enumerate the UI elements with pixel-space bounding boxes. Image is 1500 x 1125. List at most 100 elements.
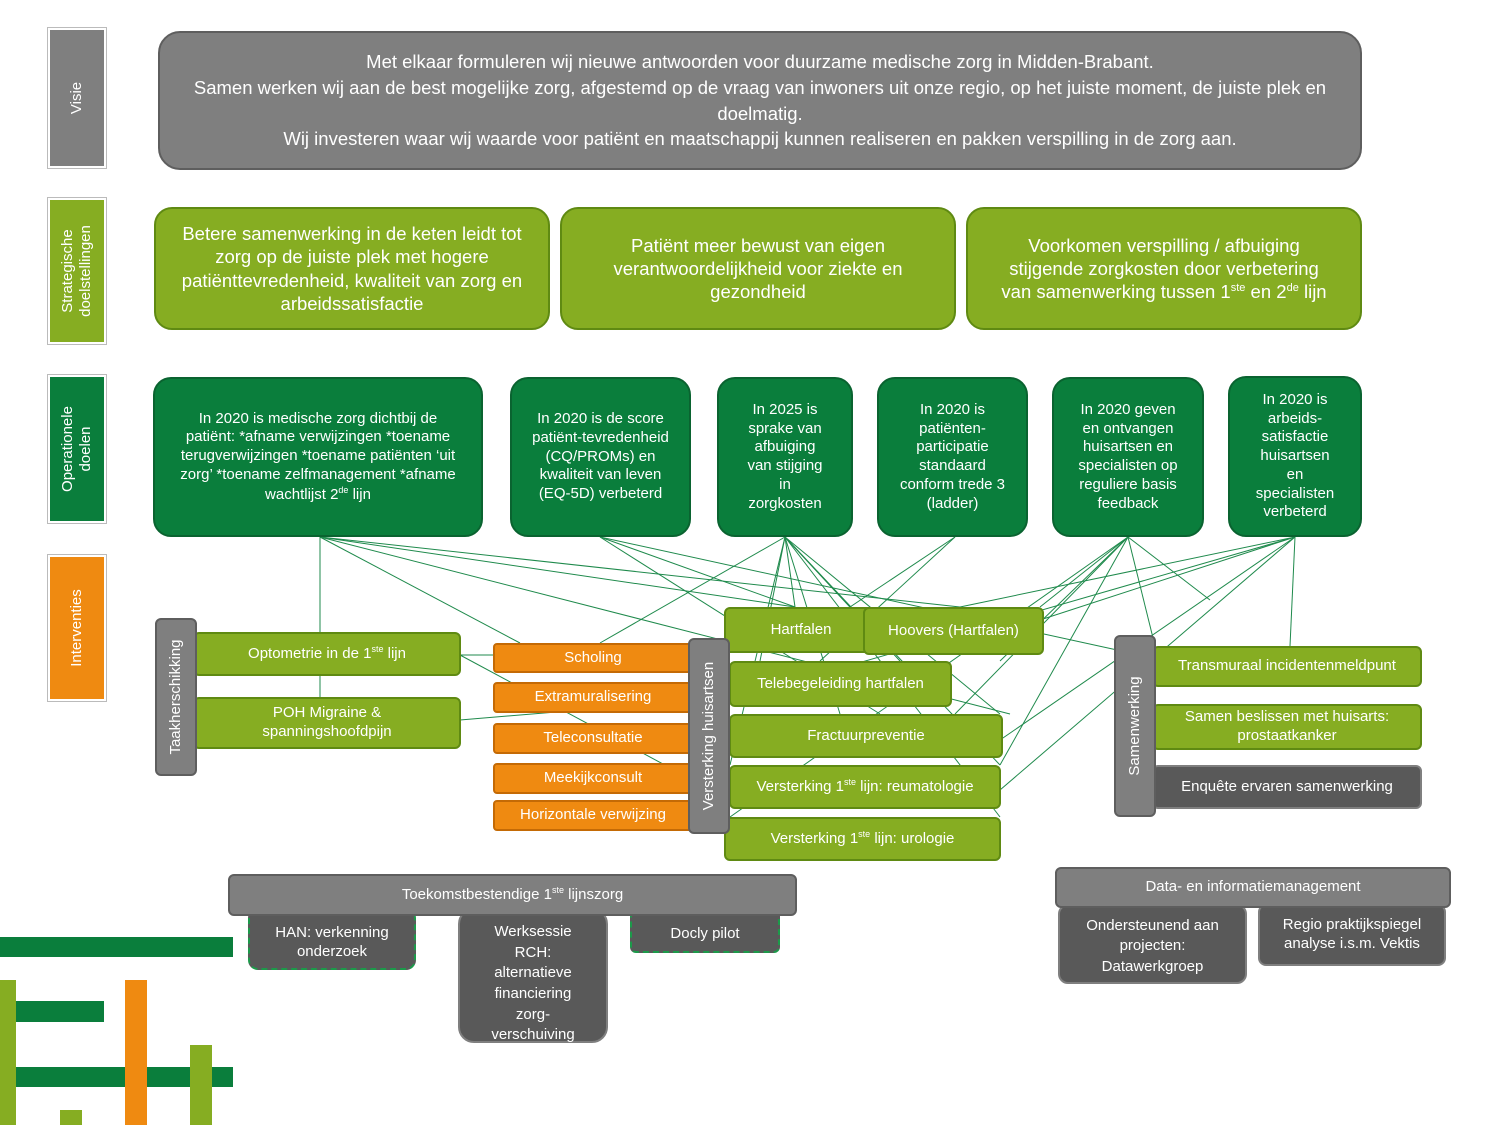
intervention-hoovers: Hoovers (Hartfalen) bbox=[863, 607, 1044, 655]
operational-goal-3: In 2025 is sprake van afbuiging van stij… bbox=[717, 377, 853, 537]
intervention-reumatologie-pre: Versterking 1 bbox=[756, 778, 844, 796]
intervention-horizontale: Horizontale verwijzing bbox=[493, 800, 693, 831]
group-samenwerking: Samenwerking bbox=[1114, 635, 1156, 817]
decor-bar-6 bbox=[190, 1045, 212, 1125]
intervention-optometrie: Optometrie in de 1ste lijn bbox=[193, 632, 461, 676]
side-label-operationeel-line2: doelen bbox=[77, 426, 94, 472]
decor-bar-2 bbox=[0, 1001, 104, 1022]
bottom-data: Data- en informatiemanagement bbox=[1055, 867, 1451, 908]
operational-goal-2-text: In 2020 is de score patiënt-tevredenheid… bbox=[532, 410, 669, 503]
vision-line-2: Samen werken wij aan de best mogelijke z… bbox=[193, 76, 1327, 124]
connector-line bbox=[784, 536, 796, 608]
operational-goal-1-post: lijn bbox=[348, 485, 371, 503]
operational-goal-6: In 2020 is arbeids-satisfactie huisartse… bbox=[1228, 376, 1362, 537]
group-taakherschikking: Taakherschikking bbox=[155, 618, 197, 776]
operational-goal-4: In 2020 is patiënten-participatie standa… bbox=[877, 377, 1028, 537]
intervention-extramuralisering-text: Extramuralisering bbox=[534, 688, 652, 706]
group-taakherschikking-label: Taakherschikking bbox=[167, 639, 184, 755]
decor-bar-1 bbox=[0, 937, 233, 957]
bottom-werksessie: Werksessie RCH: alternatieve financierin… bbox=[458, 908, 608, 1043]
connector-line bbox=[319, 536, 796, 608]
intervention-horizontale-text: Horizontale verwijzing bbox=[520, 806, 666, 824]
bottom-regio: Regio praktijkspiegel analyse i.s.m. Vek… bbox=[1258, 904, 1446, 966]
intervention-telebegeleiding-text: Telebegeleiding hartfalen bbox=[757, 674, 924, 692]
intervention-optometrie-post: lijn bbox=[383, 645, 406, 663]
bottom-data-text: Data- en informatiemanagement bbox=[1145, 878, 1361, 896]
connector-line bbox=[319, 536, 961, 608]
connector-line bbox=[1127, 536, 1211, 601]
operational-goal-5-text: In 2020 geven en ontvangen huisartsen en… bbox=[1078, 400, 1178, 512]
intervention-samen-beslissen-text: Samen beslissen met huisarts: prostaatka… bbox=[1184, 708, 1390, 744]
intervention-enquete-text: Enquête ervaren samenwerking bbox=[1181, 777, 1393, 795]
decor-bar-3 bbox=[0, 980, 16, 1125]
intervention-transmuraal-text: Transmuraal incidentenmeldpunt bbox=[1178, 657, 1396, 675]
operational-goal-5: In 2020 geven en ontvangen huisartsen en… bbox=[1052, 377, 1204, 537]
intervention-teleconsultatie: Teleconsultatie bbox=[493, 723, 693, 754]
operational-goal-1-pre: In 2020 is medische zorg dichtbij de pat… bbox=[180, 409, 456, 503]
connector-line bbox=[1039, 536, 1296, 621]
strategic-goal-1-text: Betere samenwerking in de keten leidt to… bbox=[181, 223, 523, 314]
intervention-urologie-post: lijn: urologie bbox=[870, 830, 955, 848]
side-label-operationeel-text: Operationele doelen bbox=[59, 406, 95, 492]
connector-line bbox=[599, 536, 786, 644]
bottom-han-text: HAN: verkenning onderzoek bbox=[275, 924, 389, 960]
intervention-poh-text: POH Migraine & spanningshoofdpijn bbox=[262, 704, 392, 740]
side-label-strategisch-line2: doelstellingen bbox=[77, 225, 94, 317]
intervention-reumatologie-sup: ste bbox=[843, 777, 856, 788]
connector-line bbox=[1289, 536, 1296, 647]
side-label-interventies-text: Interventies bbox=[68, 589, 85, 667]
operational-goal-3-text: In 2025 is sprake van afbuiging van stij… bbox=[747, 400, 823, 512]
vision-line-1: Met elkaar formuleren wij nieuwe antwoor… bbox=[366, 50, 1154, 72]
side-label-operationeel-line1: Operationele bbox=[59, 406, 76, 492]
bottom-han: HAN: verkenning onderzoek bbox=[248, 908, 416, 970]
side-label-strategisch-line1: Strategische bbox=[59, 229, 76, 313]
side-label-strategisch: Strategische doelstellingen bbox=[48, 198, 106, 344]
operational-goal-4-text: In 2020 is patiënten-participatie standa… bbox=[899, 400, 1006, 512]
connector-line bbox=[599, 536, 796, 608]
intervention-meekijkconsult-text: Meekijkconsult bbox=[543, 769, 643, 787]
strategic-goal-1: Betere samenwerking in de keten leidt to… bbox=[154, 207, 550, 330]
operational-goal-2: In 2020 is de score patiënt-tevredenheid… bbox=[510, 377, 691, 537]
intervention-poh: POH Migraine & spanningshoofdpijn bbox=[193, 697, 461, 749]
strategic-goal-3-text: Voorkomen verspilling / afbuiging stijge… bbox=[992, 234, 1336, 303]
connector-line bbox=[1127, 536, 1156, 647]
bottom-ondersteunend: Ondersteunend aan projecten: Datawerkgro… bbox=[1058, 904, 1247, 984]
operational-goal-1: In 2020 is medische zorg dichtbij de pat… bbox=[153, 377, 483, 537]
side-label-strategisch-text: Strategische doelstellingen bbox=[59, 225, 95, 317]
connector-line bbox=[959, 536, 1296, 608]
bottom-toekomst-pre: Toekomstbestendige 1 bbox=[401, 886, 552, 904]
connector-line bbox=[1039, 536, 1129, 608]
intervention-enquete: Enquête ervaren samenwerking bbox=[1152, 765, 1422, 809]
intervention-fractuur: Fractuurpreventie bbox=[729, 714, 1003, 758]
connector-line bbox=[849, 536, 956, 608]
vision-box: Met elkaar formuleren wij nieuwe antwoor… bbox=[158, 31, 1362, 170]
bottom-toekomst-post: lijnszorg bbox=[563, 886, 624, 904]
group-versterking-huisartsen: Versterking huisartsen bbox=[688, 638, 730, 834]
bottom-regio-text: Regio praktijkspiegel analyse i.s.m. Vek… bbox=[1282, 916, 1422, 952]
connector-line bbox=[319, 536, 521, 644]
group-versterking-huisartsen-label: Versterking huisartsen bbox=[700, 661, 717, 811]
strategic-goal-3-mid: en 2 bbox=[1245, 281, 1287, 303]
vision-line-3: Wij investeren waar wij waarde voor pati… bbox=[283, 128, 1237, 150]
intervention-reumatologie-post: lijn: reumatologie bbox=[856, 778, 974, 796]
strategic-goal-3-post: lijn bbox=[1298, 281, 1327, 303]
operational-goal-6-text: In 2020 is arbeids-satisfactie huisartse… bbox=[1255, 390, 1335, 521]
intervention-reumatologie-text: Versterking 1ste lijn: reumatologie bbox=[756, 777, 973, 797]
strategic-goal-3-pre: Voorkomen verspilling / afbuiging stijge… bbox=[1001, 234, 1319, 303]
side-label-visie-text: Visie bbox=[68, 81, 85, 115]
strategic-goal-3: Voorkomen verspilling / afbuiging stijge… bbox=[966, 207, 1362, 330]
strategic-goal-2: Patiënt meer bewust van eigen verantwoor… bbox=[560, 207, 956, 330]
strategic-goal-3-sup2: de bbox=[1286, 281, 1299, 294]
intervention-urologie-sup: ste bbox=[858, 829, 871, 840]
intervention-optometrie-sup: ste bbox=[371, 644, 384, 655]
decor-bar-4 bbox=[16, 1067, 233, 1087]
intervention-urologie: Versterking 1ste lijn: urologie bbox=[724, 817, 1001, 861]
intervention-fractuur-text: Fractuurpreventie bbox=[807, 726, 925, 744]
decor-bar-5 bbox=[125, 980, 147, 1125]
intervention-urologie-pre: Versterking 1 bbox=[770, 830, 859, 848]
intervention-urologie-text: Versterking 1ste lijn: urologie bbox=[771, 829, 955, 849]
intervention-reumatologie: Versterking 1ste lijn: reumatologie bbox=[729, 765, 1001, 809]
group-samenwerking-label: Samenwerking bbox=[1126, 676, 1143, 776]
operational-goal-1-text: In 2020 is medische zorg dichtbij de pat… bbox=[177, 410, 459, 505]
intervention-hoovers-text: Hoovers (Hartfalen) bbox=[888, 621, 1019, 639]
